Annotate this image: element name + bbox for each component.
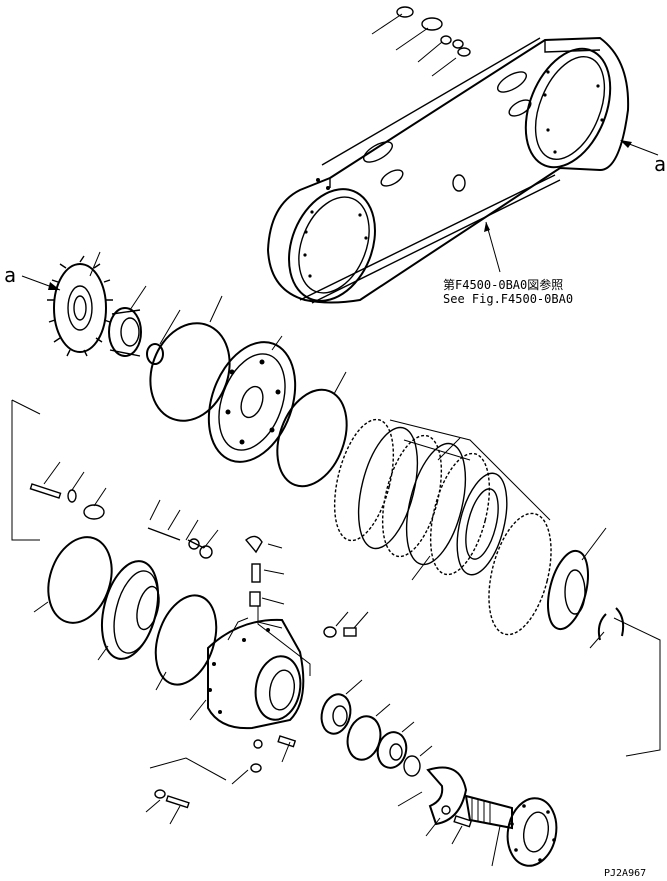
gear-ring-external	[488, 512, 552, 636]
nut-bolt-group	[145, 611, 369, 825]
hub-gear	[547, 527, 607, 631]
snap-ring-right	[589, 607, 661, 757]
reference-en-text: See Fig.F4500-0BA0	[443, 292, 573, 306]
snap-ring-small	[146, 309, 181, 365]
o-ring-lower-mid	[154, 594, 218, 691]
output-shaft	[425, 794, 558, 867]
reference-callout: 第F4500-0BA0図参照 See Fig.F4500-0BA0	[443, 221, 573, 306]
bolt-spring-set	[11, 399, 219, 559]
o-ring-large-2	[276, 371, 348, 488]
piston	[97, 560, 160, 661]
cover-plate	[397, 766, 468, 826]
transmission-housing	[189, 617, 305, 730]
seal-ring-set	[320, 679, 433, 777]
clutch-plate-stack	[333, 418, 551, 581]
callout-a-left-label: a	[4, 263, 16, 287]
case-housing	[266, 6, 630, 304]
callout-a-right: a	[620, 140, 666, 176]
flange-cover	[207, 335, 297, 463]
sprocket-gear	[47, 251, 113, 357]
o-ring-lower-left	[33, 536, 113, 624]
bearing	[108, 285, 147, 357]
o-ring-large-1	[149, 295, 231, 422]
valve-parts	[245, 535, 311, 676]
callout-a-top-label: a	[654, 152, 666, 176]
drawing-code: PJ2A967	[604, 868, 646, 879]
reference-jp-text: 第F4500-0BA0図参照	[443, 277, 563, 292]
callout-a-left: a	[4, 263, 61, 291]
